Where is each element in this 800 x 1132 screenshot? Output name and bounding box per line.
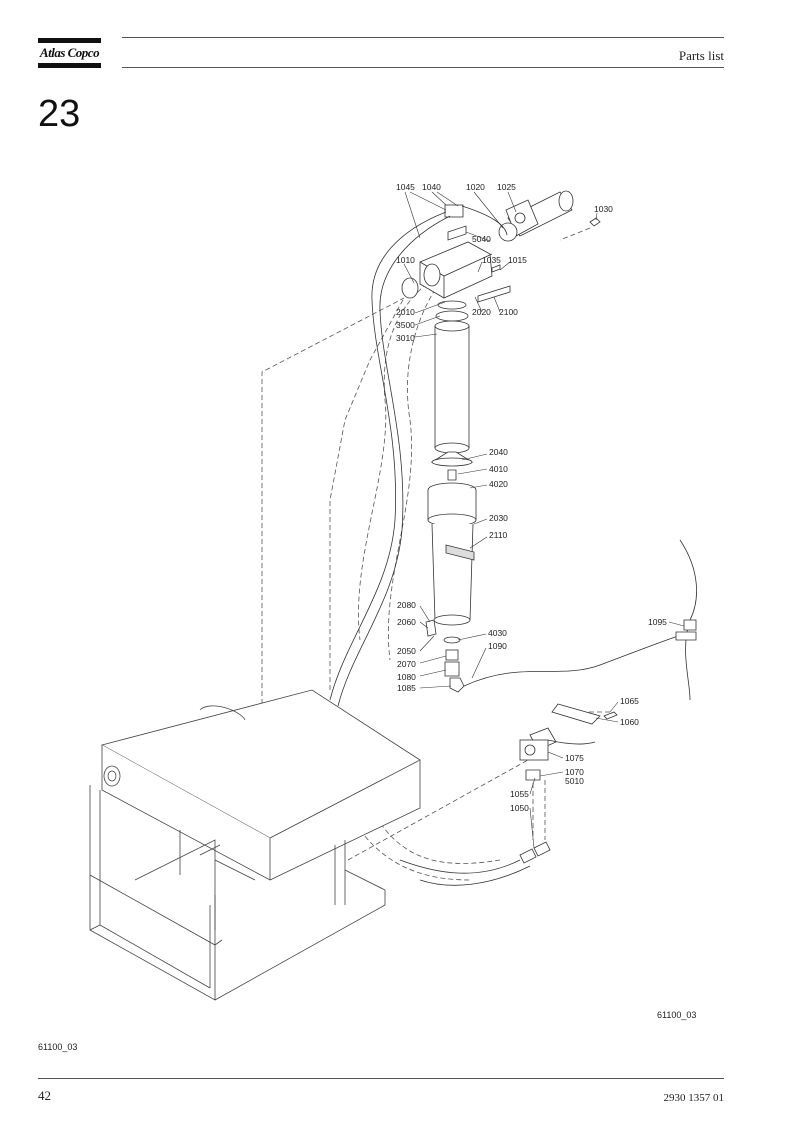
callout-1030: 1030 xyxy=(594,204,613,214)
seal-ring-2 xyxy=(435,310,469,322)
callout-1035: 1035 xyxy=(482,255,501,265)
callout-4010: 4010 xyxy=(489,464,508,474)
callout-1015: 1015 xyxy=(508,255,527,265)
external-drain-connection xyxy=(675,539,697,701)
callout-3010: 3010 xyxy=(396,333,415,343)
logo-bar-top xyxy=(38,38,101,43)
footer-rule xyxy=(38,1078,724,1079)
callout-1045: 1045 xyxy=(396,182,415,192)
callout-2100: 2100 xyxy=(499,307,518,317)
callout-1055: 1055 xyxy=(510,789,529,799)
callout-1070: 1070 xyxy=(565,767,584,777)
callout-5040: 5040 xyxy=(472,234,491,244)
filter-head xyxy=(401,204,511,303)
callout-2110: 2110 xyxy=(489,530,508,540)
callout-1050: 1050 xyxy=(510,803,529,813)
callout-2020: 2020 xyxy=(472,307,491,317)
callout-2040: 2040 xyxy=(489,447,508,457)
callout-1065: 1065 xyxy=(620,696,639,706)
page-number: 42 xyxy=(38,1088,51,1103)
drain-hoses xyxy=(329,205,508,707)
callout-2030: 2030 xyxy=(489,513,508,523)
figure-code-left: 61100_03 xyxy=(38,1042,78,1052)
callout-1075: 1075 xyxy=(565,753,584,763)
callout-1090: 1090 xyxy=(488,641,507,651)
callout-4030: 4030 xyxy=(488,628,507,638)
drain-fittings xyxy=(425,619,691,693)
callout-2010: 2010 xyxy=(396,307,415,317)
callout-5010: 5010 xyxy=(565,776,584,786)
callout-1040: 1040 xyxy=(422,182,441,192)
seal-ring xyxy=(437,300,467,310)
level-switch xyxy=(519,703,618,781)
figure-code-right: 61100_03 xyxy=(657,1010,697,1020)
page-header-title: Parts list xyxy=(678,48,724,63)
atlas-copco-logo: Atlas Copco xyxy=(38,38,101,68)
callout-3500: 3500 xyxy=(396,320,415,330)
logo-bar-bottom xyxy=(38,63,101,68)
callout-labels: 1045 1040 1020 1025 1030 5040 1010 1035 … xyxy=(396,182,667,813)
section-number: 23 xyxy=(38,93,81,135)
callout-1060: 1060 xyxy=(620,717,639,727)
outlet-pipe xyxy=(498,190,601,242)
filter-bowl xyxy=(427,469,477,626)
callout-1085: 1085 xyxy=(397,683,416,693)
callout-1025: 1025 xyxy=(497,182,516,192)
callout-1080: 1080 xyxy=(397,672,416,682)
callout-2050: 2050 xyxy=(397,646,416,656)
lower-hoses xyxy=(399,841,551,886)
compressor-canopy xyxy=(89,689,421,1001)
callout-2080: 2080 xyxy=(397,600,416,610)
callout-1020: 1020 xyxy=(466,182,485,192)
callout-4020: 4020 xyxy=(489,479,508,489)
callout-2060: 2060 xyxy=(397,617,416,627)
callout-1010: 1010 xyxy=(396,255,415,265)
header-rule-bottom xyxy=(122,67,724,68)
header-rule-top xyxy=(122,37,724,38)
logo-text: Atlas Copco xyxy=(39,45,100,60)
filter-element xyxy=(430,320,474,467)
document-number: 2930 1357 01 xyxy=(663,1092,725,1104)
callout-1095: 1095 xyxy=(648,617,667,627)
leader-lines xyxy=(403,191,685,849)
callout-2070: 2070 xyxy=(397,659,416,669)
